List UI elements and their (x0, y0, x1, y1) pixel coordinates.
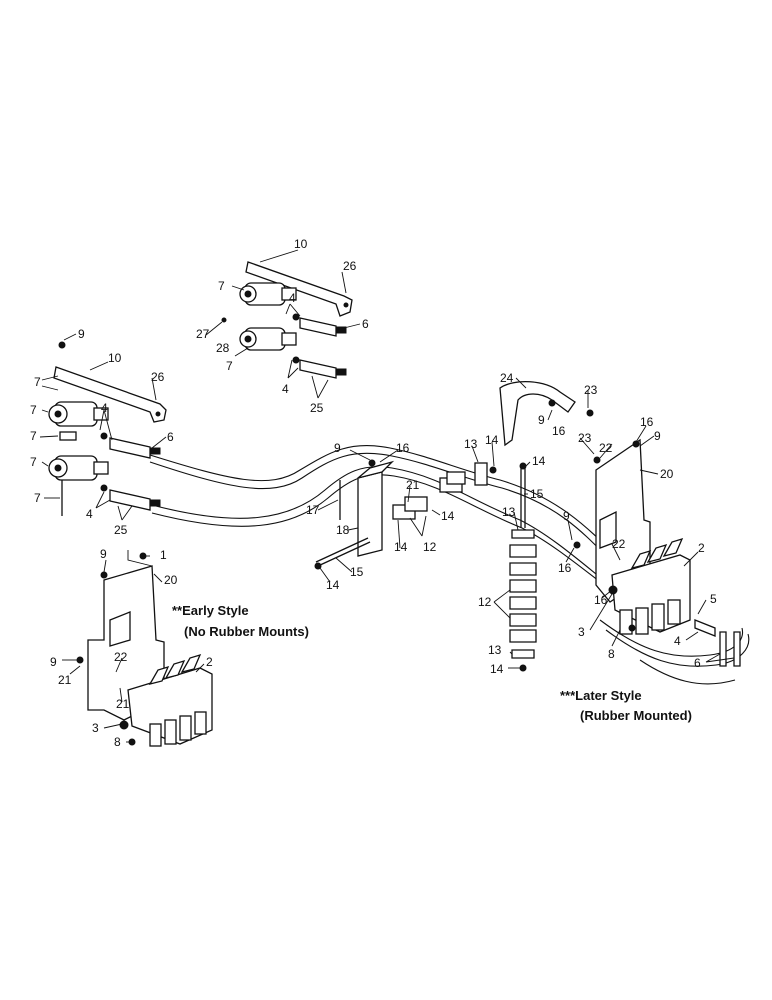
callout: 15 (350, 565, 364, 579)
early-style-caption-line2: (No Rubber Mounts) (184, 624, 309, 639)
callout: 9 (334, 441, 341, 455)
callout: 7 (218, 279, 225, 293)
callout: 1 (160, 548, 167, 562)
center-bracket (314, 459, 497, 570)
callout: 13 (464, 437, 478, 451)
callout: 8 (114, 735, 121, 749)
callout: 14 (394, 540, 408, 554)
callout: 25 (114, 523, 128, 537)
callout: 23 (578, 431, 592, 445)
callout: 16 (558, 561, 572, 575)
callout: 14 (490, 662, 504, 676)
callout: 9 (78, 327, 85, 341)
callout: 4 (289, 291, 296, 305)
callout: 22 (114, 650, 128, 664)
callout: 16 (396, 441, 410, 455)
callout: 24 (500, 371, 514, 385)
callout: 13 (502, 505, 516, 519)
callout: 16 (594, 593, 608, 607)
early-style-caption-line1: **Early Style (172, 603, 249, 618)
callout: 10 (294, 237, 308, 251)
callout: 9 (538, 413, 545, 427)
early-style-valve-assembly (76, 552, 213, 747)
callout: 6 (694, 656, 701, 670)
callout: 10 (108, 351, 122, 365)
callout: 9 (563, 509, 570, 523)
callout: 2 (698, 541, 705, 555)
callout: 14 (532, 454, 546, 468)
callout: 6 (167, 430, 174, 444)
callout: 15 (530, 487, 544, 501)
callout: 9 (100, 547, 107, 561)
callout: 5 (710, 592, 717, 606)
callout: 4 (282, 382, 289, 396)
later-style-valve-assembly (573, 438, 741, 667)
callout: 18 (336, 523, 350, 537)
style-captions: **Early Style (No Rubber Mounts) ***Late… (172, 603, 692, 723)
callout: 2 (206, 655, 213, 669)
callout: 21 (116, 697, 130, 711)
callout: 4 (86, 507, 93, 521)
callout: 21 (406, 478, 420, 492)
callout: 22 (599, 441, 613, 455)
callout: 21 (58, 673, 72, 687)
clamp-stack (509, 462, 537, 672)
callout: 7 (34, 491, 41, 505)
callout: 12 (423, 540, 437, 554)
callout: 7 (226, 359, 233, 373)
callout: 14 (326, 578, 340, 592)
callout: 4 (101, 401, 108, 415)
left-coupler-group (48, 341, 167, 516)
callout: 3 (578, 625, 585, 639)
callout: 26 (343, 259, 357, 273)
callout: 23 (584, 383, 598, 397)
callout: 14 (441, 509, 455, 523)
callout-labels: 10 26 7 4 6 27 28 7 4 25 9 10 26 7 7 4 7… (30, 237, 717, 749)
callout: 14 (485, 433, 499, 447)
callout: 26 (151, 370, 165, 384)
callout: 9 (50, 655, 57, 669)
later-style-caption-line2: (Rubber Mounted) (580, 708, 692, 723)
upper-coupler-group (221, 261, 353, 379)
callout: 7 (30, 429, 37, 443)
callout: 20 (660, 467, 674, 481)
callout: 28 (216, 341, 230, 355)
support-bracket (499, 380, 594, 447)
callout: 9 (654, 429, 661, 443)
callout: 3 (92, 721, 99, 735)
callout: 16 (640, 415, 654, 429)
callout: 7 (34, 375, 41, 389)
callout: 8 (608, 647, 615, 661)
callout: 7 (30, 455, 37, 469)
callout: 27 (196, 327, 210, 341)
callout: 4 (674, 634, 681, 648)
callout: 22 (612, 537, 626, 551)
later-style-caption-line1: ***Later Style (560, 688, 642, 703)
callout: 12 (478, 595, 492, 609)
callout: 25 (310, 401, 324, 415)
callout: 20 (164, 573, 178, 587)
hydraulic-hoses (149, 444, 750, 685)
callout: 17 (306, 503, 320, 517)
callout: 16 (552, 424, 566, 438)
callout: 7 (30, 403, 37, 417)
leader-lines (39, 249, 735, 743)
callout: 6 (362, 317, 369, 331)
callout: 13 (488, 643, 502, 657)
